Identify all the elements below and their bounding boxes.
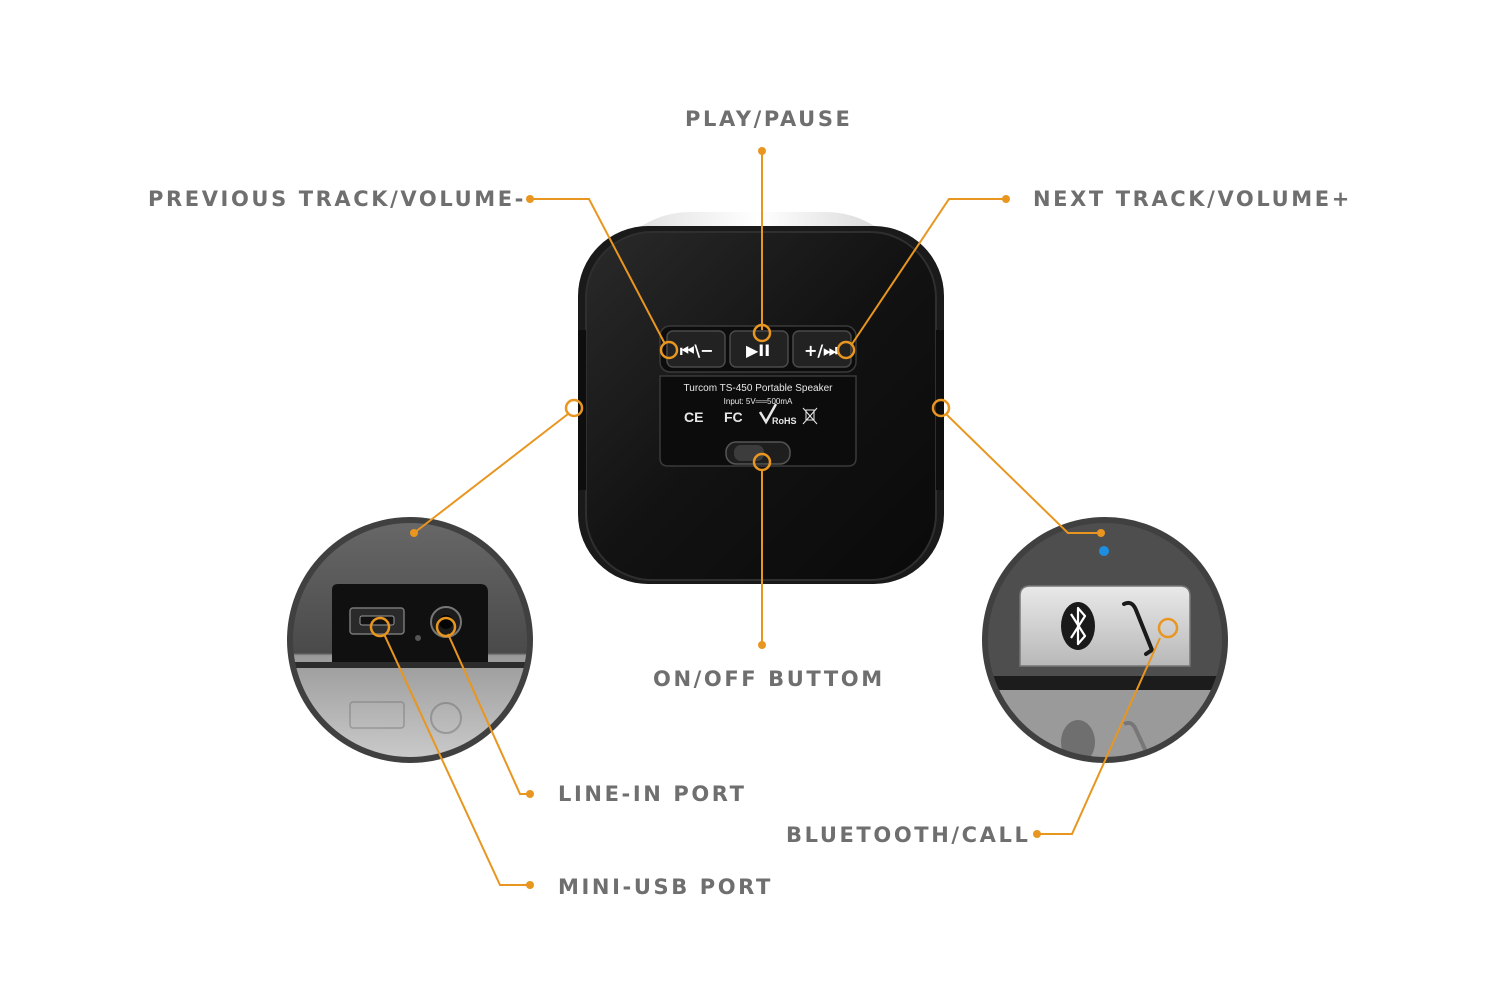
mini-usb-marker xyxy=(369,616,391,638)
previous-track-glyph: ⏮\− xyxy=(680,341,714,360)
label-mini-usb: MINI-USB PORT xyxy=(558,875,773,899)
label-bluetooth-call: BLUETOOTH/CALL xyxy=(786,823,1031,847)
model-text: Turcom TS-450 Portable Speaker xyxy=(684,383,834,394)
next-track-glyph: +/⏭ xyxy=(804,341,838,360)
bluetooth-icon xyxy=(1061,602,1095,650)
input-rating-text: Input: 5V══500mA xyxy=(724,397,793,406)
previous-track-button[interactable]: ⏮\− xyxy=(666,330,726,368)
label-previous-track: PREVIOUS TRACK/VOLUME- xyxy=(148,187,526,211)
label-next-track: NEXT TRACK/VOLUME+ xyxy=(1033,187,1352,211)
label-line-in: LINE-IN PORT xyxy=(558,782,747,806)
next-track-button[interactable]: +/⏭ xyxy=(792,330,852,368)
next-track-marker xyxy=(836,340,856,360)
speaker-body: ⏮\− ▶II +/⏭ Turcom TS-450 Portable Speak… xyxy=(578,212,944,584)
rohs-mark: RoHS xyxy=(772,416,797,426)
ports-inset xyxy=(287,517,533,763)
recycle-bin-icon xyxy=(802,407,818,425)
on-off-switch[interactable] xyxy=(725,441,791,465)
left-side-marker xyxy=(564,398,584,418)
phone-icon xyxy=(1122,600,1155,656)
right-side-marker xyxy=(931,398,951,418)
rohs-check-icon xyxy=(758,403,778,425)
leader-lines xyxy=(369,147,1179,889)
play-pause-button[interactable]: ▶II xyxy=(729,330,789,368)
bluetooth-call-marker xyxy=(1157,617,1179,639)
ce-mark: CE xyxy=(684,409,703,425)
line-in-port-graphic xyxy=(430,606,462,638)
bluetooth-call-button[interactable] xyxy=(1019,585,1191,667)
on-off-marker xyxy=(752,452,772,472)
label-on-off: ON/OFF BUTTOM xyxy=(653,667,885,691)
line-in-marker xyxy=(435,616,457,638)
play-pause-marker xyxy=(752,323,772,343)
bluetooth-inset xyxy=(982,517,1228,763)
fc-mark: FC xyxy=(724,409,743,425)
previous-track-marker xyxy=(659,340,679,360)
status-led xyxy=(1099,546,1109,556)
play-pause-glyph: ▶II xyxy=(746,341,770,360)
mini-usb-port-graphic xyxy=(349,607,405,635)
label-play-pause: PLAY/PAUSE xyxy=(685,107,853,131)
